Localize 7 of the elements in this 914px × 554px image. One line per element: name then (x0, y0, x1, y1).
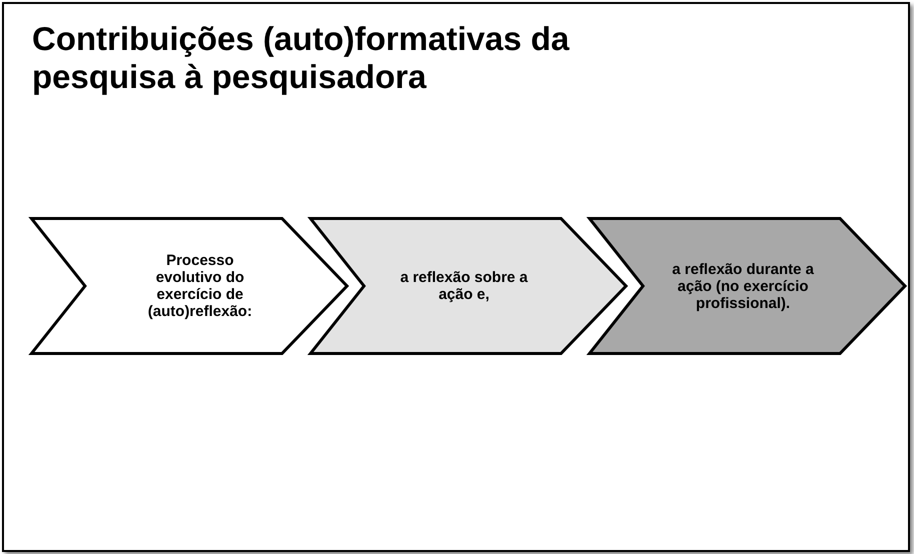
step-text: Processo evolutivo do exercício de (auto)reflexão: (146, 252, 254, 320)
chevron-shape (588, 217, 908, 355)
chevron-shape (309, 217, 629, 355)
chevron-shape (30, 217, 350, 355)
step-text: a reflexão sobre a ação e, (399, 269, 529, 303)
step-text: a reflexão durante a ação (no exercício profissional). (671, 260, 815, 312)
slide-title: Contribuições (auto)formativas da pesquisa à pesquisadora (32, 20, 570, 96)
